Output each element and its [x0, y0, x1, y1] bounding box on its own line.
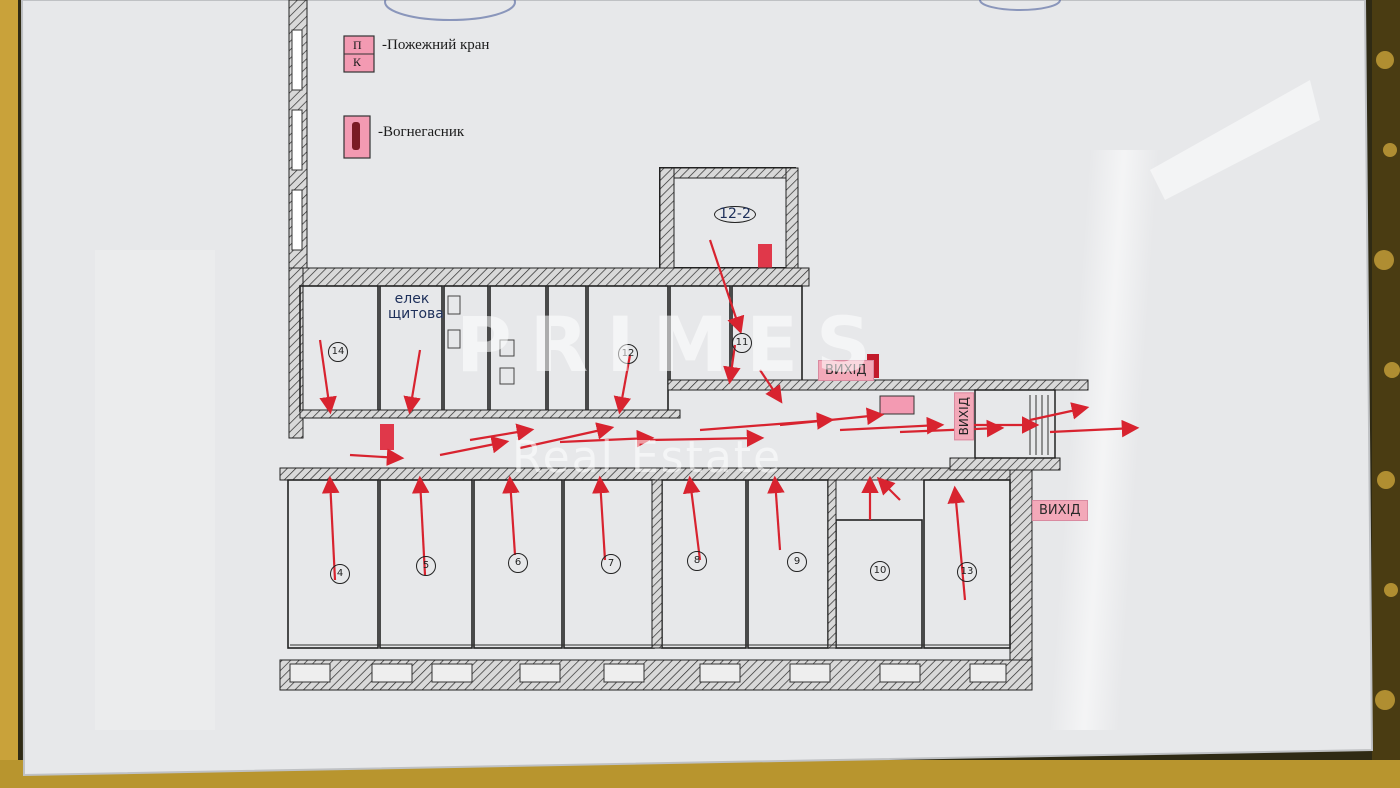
room-11-label: 11	[732, 333, 752, 353]
watermark-brand: PRIMES	[456, 300, 889, 389]
room-4-label: 4	[330, 564, 350, 584]
room-13-label: 13	[957, 562, 977, 582]
wall-pattern	[1374, 51, 1400, 710]
room-12-label: 12	[618, 344, 638, 364]
room-14-label: 14	[328, 342, 348, 362]
room-5-label: 5	[416, 556, 436, 576]
hydrant-legend-label: -Пожежний кран	[382, 37, 490, 53]
watermark-tagline: Real Estate	[512, 432, 783, 483]
exit-sign-top: ВИХІД	[818, 360, 874, 381]
room-6-label: 6	[508, 553, 528, 573]
room-9-label: 9	[787, 552, 807, 572]
exit-sign-right: ВИХІД	[1032, 500, 1088, 521]
hydrant-legend-symbol-top: П	[353, 38, 362, 52]
electrical-room-label: елек щитова	[388, 291, 444, 322]
room-8-label: 8	[687, 551, 707, 571]
room-10-label: 10	[870, 561, 890, 581]
exit-sign-vertical: ВИХІД	[954, 392, 974, 441]
room-7-label: 7	[601, 554, 621, 574]
extinguisher-legend-label: -Вогнегасник	[378, 124, 465, 140]
hydrant-legend-symbol-bottom: К	[353, 55, 362, 69]
frame-left	[0, 0, 18, 788]
room-12-2-label: 12-2	[714, 206, 756, 223]
